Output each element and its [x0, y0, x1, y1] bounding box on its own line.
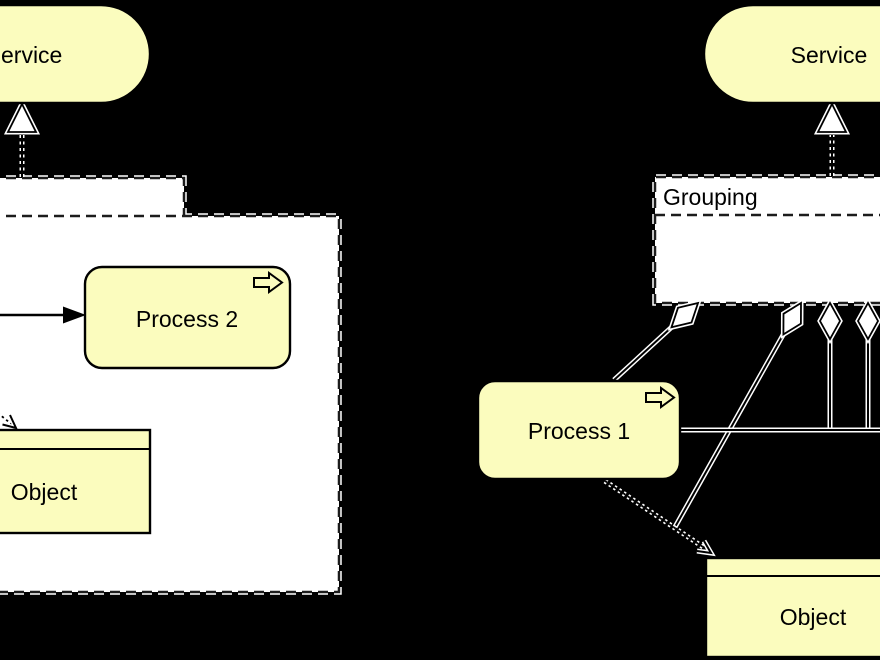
service-left-label: Service: [0, 42, 62, 68]
process-2-node: Process 2: [83, 265, 292, 370]
grouping-right: Grouping: [652, 174, 880, 306]
hollow-diamond-icon: [670, 302, 699, 329]
object-right-shape: [704, 556, 880, 659]
grouping-right-border: [653, 175, 880, 305]
filled-arrowhead-icon: [63, 306, 86, 324]
realization-relationship-left: [8, 104, 36, 177]
process-arrow-icon: [253, 271, 284, 294]
hollow-diamond-icon: [782, 302, 802, 336]
triggering-relationship: [0, 306, 86, 324]
hollow-triangle-icon: [7, 103, 37, 133]
service-right-label: Service: [791, 42, 868, 68]
process-2-label: Process 2: [136, 306, 238, 332]
service-left-shape: [0, 3, 152, 105]
hollow-diamond-icon: [819, 302, 841, 340]
object-right-label: Object: [780, 604, 847, 630]
grouping-left-tab: [0, 178, 184, 216]
object-left-shape: [0, 428, 152, 535]
service-node-right: Service: [702, 3, 880, 105]
grouping-right-body: [655, 177, 880, 303]
object-node-right: Object: [704, 556, 880, 659]
aggregation-relationship-to-association-2: [858, 303, 878, 430]
process-1-label: Process 1: [528, 418, 630, 444]
service-right-shape: [702, 3, 880, 105]
process-2-shape: [83, 265, 292, 370]
realization-relationship-right: [818, 104, 846, 176]
object-node-left: Object: [0, 428, 152, 535]
aggregation-relationship-to-process-1: [614, 303, 698, 380]
hollow-diamond-icon: [857, 302, 879, 340]
service-node-left: Service: [0, 3, 152, 105]
process-arrow-icon: [645, 386, 676, 409]
grouping-right-label: Grouping: [663, 184, 758, 210]
aggregation-relationship-to-association-1: [820, 303, 840, 430]
process-1-shape: [476, 379, 682, 481]
process-1-node: Process 1: [476, 379, 682, 481]
grouping-left-body-border: [0, 214, 341, 594]
object-left-label: Object: [11, 479, 78, 505]
aggregation-relationship-to-access: [675, 303, 801, 527]
grouping-left-tab-border: [0, 176, 186, 216]
hollow-triangle-icon: [817, 103, 847, 133]
